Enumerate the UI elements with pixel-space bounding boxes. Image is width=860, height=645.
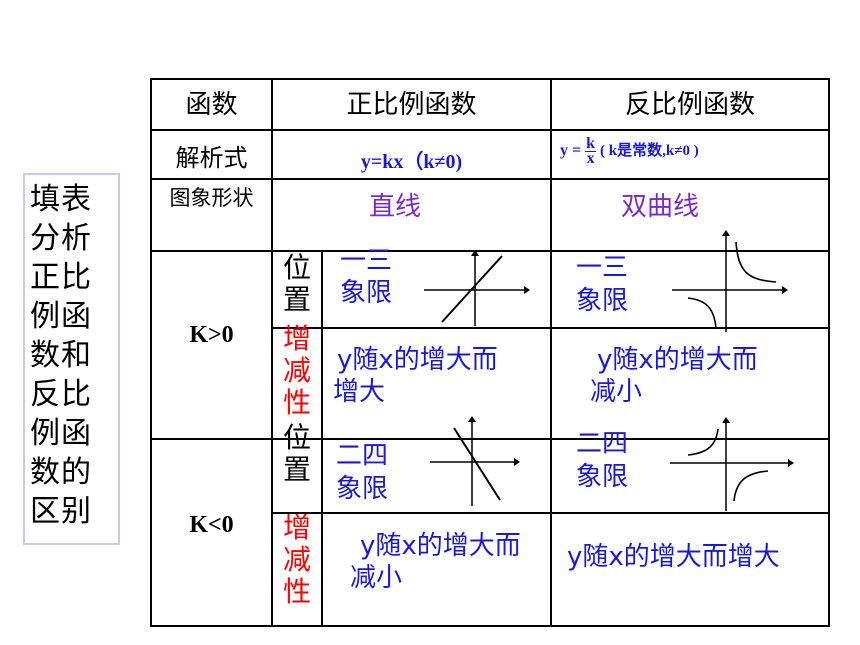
header-proportional: 正比例函数 <box>346 90 477 120</box>
k-negative-prop-trend-2: 减小 <box>350 563 403 593</box>
k-positive-inv-quadrant-1: 一三 <box>576 253 629 283</box>
formula-inverse-suffix: ( k是常数,k≠0 ) <box>600 143 699 160</box>
k-positive-prop-trend-2: 增大 <box>333 377 386 407</box>
line-graph-positive-icon <box>424 250 530 326</box>
k-positive-monotonic-label: 增减性 <box>282 322 311 419</box>
k-positive-inv-trend-2: 减小 <box>590 377 643 407</box>
k-negative-inv-quadrant-1: 二四 <box>576 429 629 459</box>
k-negative-prop-trend-1: y随x的增大而 <box>360 531 521 561</box>
k-positive-prop-trend-1: y随x的增大而 <box>337 345 498 375</box>
k-negative-inv-trend: y随x的增大而增大 <box>567 542 780 572</box>
fraction-numerator: k <box>585 135 597 152</box>
k-negative-monotonic-label: 增减性 <box>282 511 311 608</box>
k-positive-prop-quadrant-2: 象限 <box>340 278 393 308</box>
hyperbola-negative-icon <box>670 417 794 511</box>
k-positive-label: K>0 <box>189 322 234 348</box>
k-positive-inv-quadrant-2: 象限 <box>576 286 629 316</box>
k-negative-prop-quadrant-1: 二四 <box>336 441 389 471</box>
line-graph-negative-icon <box>430 416 520 506</box>
formula-inverse: y = k x ( k是常数,k≠0 ) <box>560 135 826 167</box>
k-negative-label: K<0 <box>189 512 234 538</box>
k-positive-prop-quadrant-1: 一三 <box>340 246 393 276</box>
formula-inverse-prefix: y = <box>560 142 582 160</box>
shape-proportional: 直线 <box>368 192 421 222</box>
k-positive-position-label: 位置 <box>282 251 311 316</box>
formula-proportional: y=kx（k≠0) <box>360 151 463 173</box>
k-negative-prop-quadrant-2: 象限 <box>336 474 389 504</box>
formula-label: 解析式 <box>175 144 248 172</box>
k-negative-inv-quadrant-2: 象限 <box>576 462 629 492</box>
hyperbola-positive-icon <box>672 230 788 332</box>
shape-label: 图象形状 <box>169 186 254 210</box>
k-positive-inv-trend-1: y随x的增大而 <box>597 345 758 375</box>
header-inverse: 反比例函数 <box>624 90 755 120</box>
formula-inverse-fraction: k x <box>585 135 597 167</box>
sidebar-title: 填表分析正比例函数和反比例函数的区别 <box>30 182 92 529</box>
k-negative-position-label: 位置 <box>282 421 311 486</box>
fraction-denominator: x <box>586 150 595 167</box>
header-function: 函数 <box>185 90 238 120</box>
shape-inverse: 双曲线 <box>620 192 699 222</box>
sidebar-box <box>23 173 120 545</box>
